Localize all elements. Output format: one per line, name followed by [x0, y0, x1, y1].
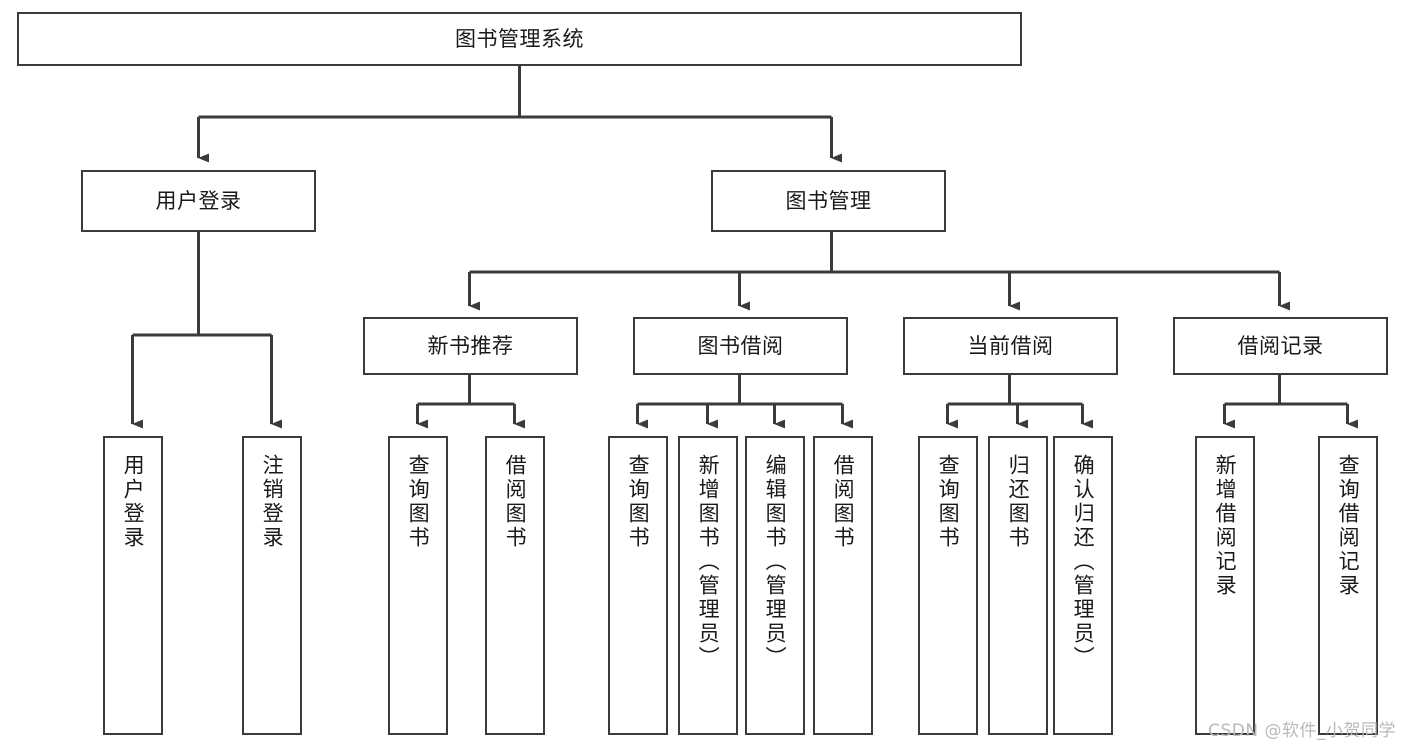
- leaf-current-return-book[interactable]: 归还图书: [988, 436, 1048, 735]
- node-root[interactable]: 图书管理系统: [17, 12, 1022, 66]
- leaf-borrow-add-book-label: 新增图书（管理员）: [696, 454, 721, 670]
- leaf-new-book-borrow[interactable]: 借阅图书: [485, 436, 545, 735]
- node-book-borrow-label: 图书借阅: [697, 333, 784, 358]
- node-book-management[interactable]: 图书管理: [711, 170, 946, 232]
- leaf-current-return-book-label: 归还图书: [1006, 454, 1031, 550]
- leaf-new-book-borrow-label: 借阅图书: [503, 454, 528, 550]
- leaf-new-book-query-label: 查询图书: [406, 454, 431, 550]
- node-borrow-records[interactable]: 借阅记录: [1173, 317, 1388, 375]
- leaf-borrow-query-book-label: 查询图书: [626, 454, 651, 550]
- leaf-borrow-add-book[interactable]: 新增图书（管理员）: [678, 436, 738, 735]
- node-current-borrow[interactable]: 当前借阅: [903, 317, 1118, 375]
- node-borrow-records-label: 借阅记录: [1237, 333, 1324, 358]
- leaf-current-confirm-return[interactable]: 确认归还（管理员）: [1053, 436, 1113, 735]
- leaf-user-login-login-label: 用户登录: [121, 454, 146, 550]
- leaf-records-query-record[interactable]: 查询借阅记录: [1318, 436, 1378, 735]
- leaf-records-add-record[interactable]: 新增借阅记录: [1195, 436, 1255, 735]
- leaf-borrow-edit-book[interactable]: 编辑图书（管理员）: [745, 436, 805, 735]
- leaf-borrow-query-book[interactable]: 查询图书: [608, 436, 668, 735]
- leaf-user-login-logout[interactable]: 注销登录: [242, 436, 302, 735]
- leaf-user-login-logout-label: 注销登录: [260, 454, 285, 550]
- node-book-management-label: 图书管理: [785, 188, 872, 213]
- csdn-watermark: CSDN @软件_小贺同学: [1208, 721, 1396, 741]
- leaf-current-query-book[interactable]: 查询图书: [918, 436, 978, 735]
- leaf-borrow-edit-book-label: 编辑图书（管理员）: [763, 454, 788, 670]
- node-new-book-recommend-label: 新书推荐: [427, 333, 514, 358]
- leaf-records-add-record-label: 新增借阅记录: [1213, 454, 1238, 598]
- node-book-borrow[interactable]: 图书借阅: [633, 317, 848, 375]
- node-user-login[interactable]: 用户登录: [81, 170, 316, 232]
- node-root-label: 图书管理系统: [455, 26, 584, 51]
- node-current-borrow-label: 当前借阅: [967, 333, 1054, 358]
- leaf-user-login-login[interactable]: 用户登录: [103, 436, 163, 735]
- leaf-records-query-record-label: 查询借阅记录: [1336, 454, 1361, 598]
- node-user-login-label: 用户登录: [155, 188, 242, 213]
- node-new-book-recommend[interactable]: 新书推荐: [363, 317, 578, 375]
- leaf-borrow-borrow-book-label: 借阅图书: [831, 454, 856, 550]
- leaf-current-confirm-return-label: 确认归还（管理员）: [1071, 454, 1096, 670]
- leaf-new-book-query[interactable]: 查询图书: [388, 436, 448, 735]
- leaf-current-query-book-label: 查询图书: [936, 454, 961, 550]
- leaf-borrow-borrow-book[interactable]: 借阅图书: [813, 436, 873, 735]
